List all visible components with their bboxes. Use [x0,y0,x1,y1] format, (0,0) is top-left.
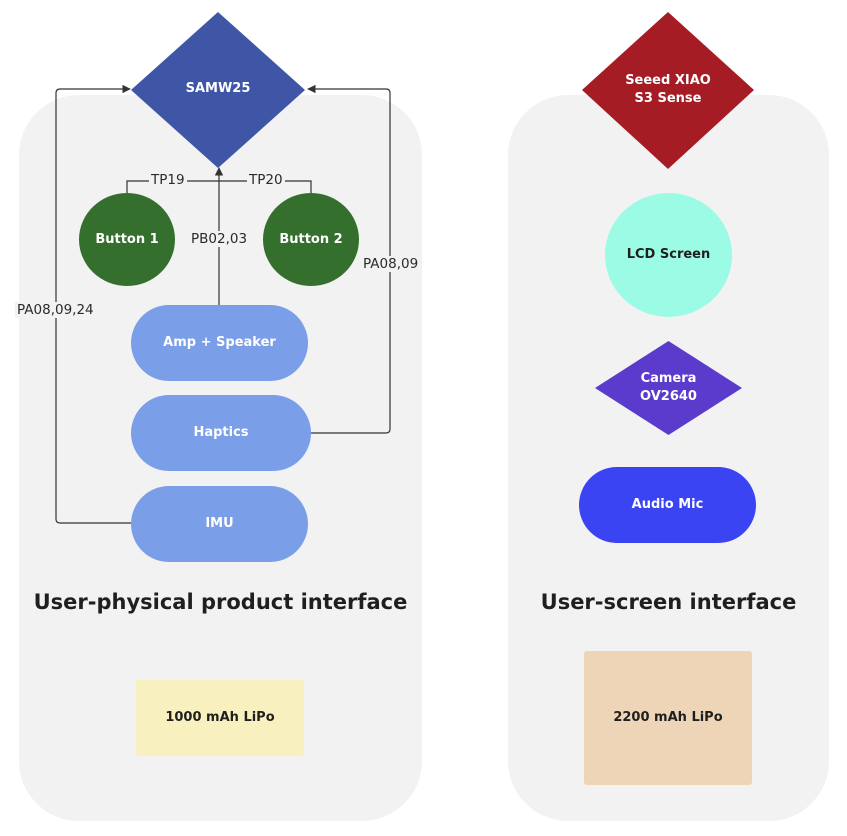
pa0809-label: PA08,09 [361,256,421,272]
button-1-node[interactable]: Button 1 [79,193,175,286]
battery-2200mah-node[interactable]: 2200 mAh LiPo [584,651,752,785]
pb0203-label: PB02,03 [189,231,250,247]
tp19-label: TP19 [149,172,187,188]
xiao-node[interactable] [582,12,754,169]
button-2-node[interactable]: Button 2 [263,193,359,286]
samw25-node[interactable] [131,12,305,168]
audio-mic-node[interactable]: Audio Mic [579,467,756,543]
right-section-title: User-screen interface [540,590,797,614]
amp-speaker-node[interactable]: Amp + Speaker [131,305,308,381]
tp20-label: TP20 [247,172,285,188]
xiao-label: Seeed XIAO S3 Sense [625,73,711,106]
camera-node[interactable] [595,341,742,435]
lcd-screen-node[interactable]: LCD Screen [605,193,732,317]
samw25-label: SAMW25 [185,81,251,96]
camera-label: Camera OV2640 [640,371,697,404]
pa080924-label: PA08,09,24 [15,302,96,318]
imu-node[interactable]: IMU [131,486,308,562]
left-section-title: User-physical product interface [33,590,408,614]
haptics-node[interactable]: Haptics [131,395,311,471]
battery-1000mah-node[interactable]: 1000 mAh LiPo [136,680,304,756]
